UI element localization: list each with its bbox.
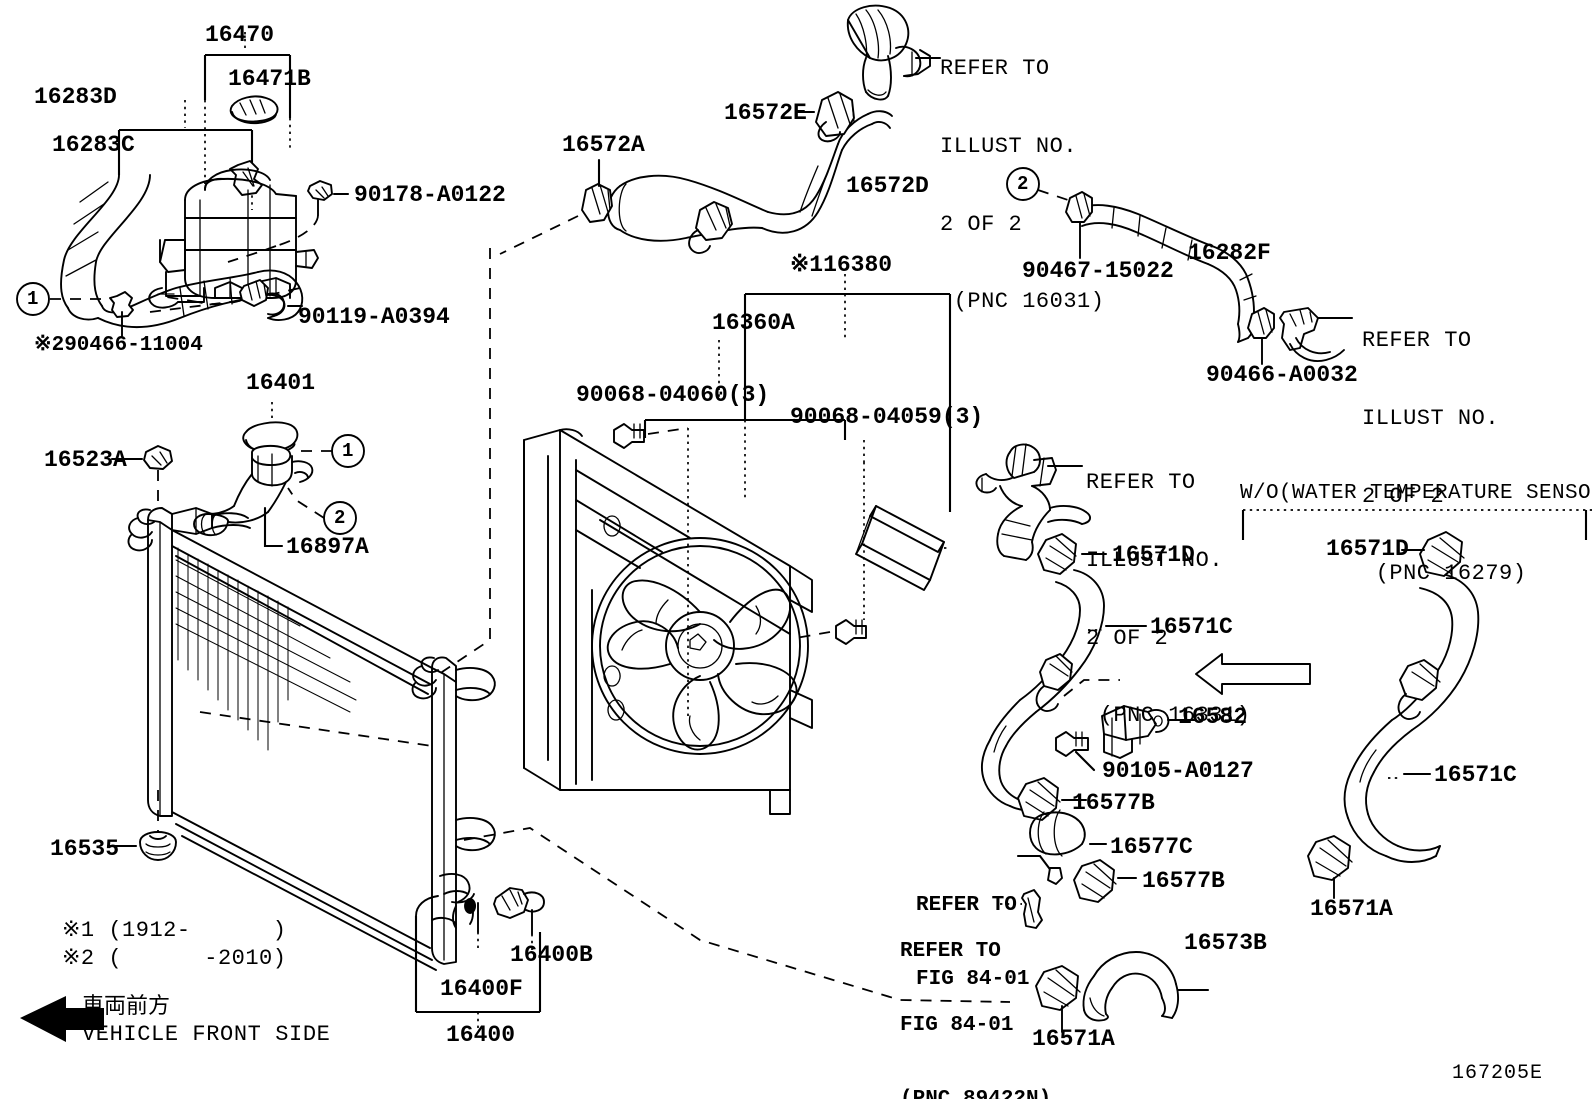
- diagram-code: 167205E: [1452, 1062, 1544, 1085]
- refer-line-3: 2 OF 2: [940, 211, 1023, 237]
- callout-16283C: 16283C: [52, 132, 135, 158]
- callout-16535: 16535: [50, 836, 120, 862]
- callout-16401: 16401: [246, 370, 316, 396]
- refer-line-3: 2 OF 2: [1362, 483, 1445, 509]
- callout-16400: 16400: [446, 1022, 516, 1048]
- callout-90068-04059: 90068-04059(3): [790, 404, 984, 430]
- refer-line-4: (PNC 16279): [1362, 561, 1527, 587]
- refer-block-pnc16331: REFER TO ILLUST NO. 2 OF 2 (PNC 16331): [1086, 418, 1250, 781]
- callout-16572D: 16572D: [846, 173, 929, 199]
- callout-16471B: 16471B: [228, 66, 311, 92]
- callout-16577B-bottom: 16577B: [1142, 868, 1225, 894]
- callout-16571D-right: 16571D: [1326, 536, 1409, 562]
- circled-ref-1-radiator: 1: [342, 440, 354, 462]
- refer-line-2: FIG 84-01: [900, 1013, 1014, 1037]
- refer-line-2: ILLUST NO.: [1362, 405, 1500, 431]
- refer-line-3: 2 OF 2: [1086, 625, 1169, 651]
- callout-16470: 16470: [205, 22, 275, 48]
- callout-16571C-left: 16571C: [1150, 614, 1233, 640]
- refer-line-4: (PNC 16331): [1086, 703, 1251, 729]
- vehicle-front-label-jp: 車両前方: [82, 994, 171, 1019]
- refer-line-3: (PNC 89422N): [900, 1088, 1051, 1099]
- callout-16571C-right: 16571C: [1434, 762, 1517, 788]
- callout-16380: ※116380: [790, 252, 893, 278]
- callout-16400F: 16400F: [440, 976, 523, 1002]
- refer-line-1: REFER TO: [900, 939, 1001, 963]
- callout-90119-A0394: 90119-A0394: [298, 304, 450, 330]
- circled-ref-2-right: 2: [1017, 173, 1029, 195]
- refer-line-1: REFER TO: [940, 55, 1050, 81]
- callout-16400B: 16400B: [510, 942, 593, 968]
- footnote-1: ※1 (1912- ): [62, 918, 287, 943]
- refer-line-2: ILLUST NO.: [940, 133, 1078, 159]
- refer-line-2: ILLUST NO.: [1086, 547, 1224, 573]
- refer-line-4: (PNC 16031): [940, 289, 1105, 315]
- callout-16523A: 16523A: [44, 447, 127, 473]
- callout-16582: 16582: [1178, 704, 1248, 730]
- callout-16571D-left: 16571D: [1112, 542, 1195, 568]
- callout-16283D: 16283D: [34, 84, 117, 110]
- callout-90466-A0032: 90466-A0032: [1206, 362, 1358, 388]
- callout-16897A: 16897A: [286, 534, 369, 560]
- circled-ref-2-radiator: 2: [334, 507, 346, 529]
- refer-block-pnc16031: REFER TO ILLUST NO. 2 OF 2 (PNC 16031): [940, 4, 1104, 367]
- callout-90068-04060: 90068-04060(3): [576, 382, 770, 408]
- callout-90178-A0122: 90178-A0122: [354, 182, 506, 208]
- callout-16571A-left: 16571A: [1032, 1026, 1115, 1052]
- refer-line-1: REFER TO: [1086, 469, 1196, 495]
- circled-ref-1-left: 1: [27, 288, 39, 310]
- callout-16572E: 16572E: [724, 100, 807, 126]
- refer-line-2: FIG 84-01: [916, 967, 1030, 991]
- callout-16572A: 16572A: [562, 132, 645, 158]
- refer-line-1: REFER TO: [1362, 327, 1472, 353]
- refer-line-1: REFER TO: [916, 893, 1017, 917]
- callout-90467-15022: 90467-15022: [1022, 258, 1174, 284]
- callout-16573B: 16573B: [1184, 930, 1267, 956]
- callout-16577B-top: 16577B: [1072, 790, 1155, 816]
- callout-16360A: 16360A: [712, 310, 795, 336]
- callout-16571A-right: 16571A: [1310, 896, 1393, 922]
- vehicle-front-label-en: VEHICLE FRONT SIDE: [82, 1022, 331, 1047]
- callout-90105-A0127: 90105-A0127: [1102, 758, 1254, 784]
- callout-90466-11004: ※290466-11004: [34, 334, 203, 357]
- footnote-2: ※2 ( -2010): [62, 946, 287, 971]
- refer-block-fig8401-b: REFER TO FIG 84-01 (PNC 89422N): [900, 890, 1051, 1099]
- refer-block-pnc16279: REFER TO ILLUST NO. 2 OF 2 (PNC 16279): [1362, 276, 1526, 639]
- bracket-label-water-temp-sensor: W/O(WATER TEMPERATURE SENSOR): [1240, 482, 1592, 505]
- callout-16282F: 16282F: [1188, 240, 1271, 266]
- refer-block-fig8401-a: REFER TO FIG 84-01: [916, 844, 1029, 1042]
- callout-16577C: 16577C: [1110, 834, 1193, 860]
